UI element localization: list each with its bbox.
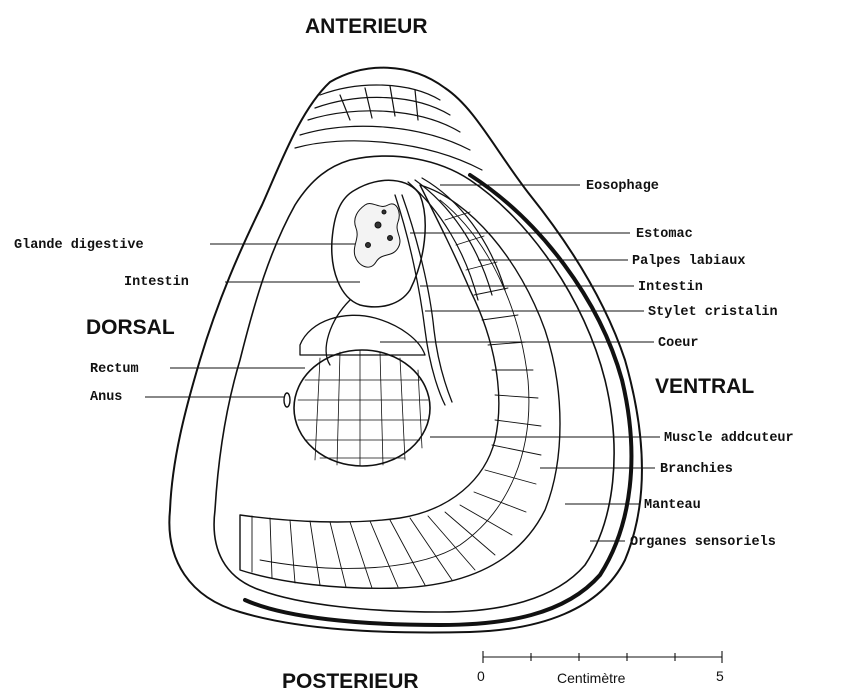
label-stylet-cristalin: Stylet cristalin: [648, 305, 778, 320]
label-muscle-adducteur: Muscle addcuteur: [664, 431, 794, 446]
label-anus: Anus: [90, 390, 122, 405]
mantle-cavity: [214, 156, 614, 612]
scale-min: 0: [477, 668, 485, 684]
labial-palps: [408, 178, 505, 300]
heart: [300, 315, 425, 355]
digestive-gland: [354, 204, 400, 268]
label-palpes-labiaux: Palpes labiaux: [632, 254, 745, 269]
label-estomac: Estomac: [636, 227, 693, 242]
label-coeur: Coeur: [658, 336, 699, 351]
label-dorsal: DORSAL: [86, 316, 175, 339]
label-ventral: VENTRAL: [655, 375, 754, 398]
gills: [240, 185, 560, 588]
anus-mark: [284, 393, 290, 407]
label-glande-digestive: Glande digestive: [14, 238, 144, 253]
label-intestin-left: Intestin: [124, 275, 189, 290]
scale-max: 5: [716, 668, 724, 684]
hinge-area: [295, 85, 482, 170]
label-posterieur: POSTERIEUR: [282, 670, 419, 693]
scale-unit: Centimètre: [557, 670, 626, 686]
adductor-texture: [298, 350, 428, 466]
label-eosophage: Eosophage: [586, 179, 659, 194]
label-manteau: Manteau: [644, 498, 701, 513]
label-organes-sensoriels: Organes sensoriels: [630, 535, 776, 550]
label-anterieur: ANTERIEUR: [305, 15, 428, 38]
leader-lines: [145, 185, 660, 541]
adductor-muscle: [294, 350, 430, 466]
label-rectum: Rectum: [90, 362, 139, 377]
label-intestin-right: Intestin: [638, 280, 703, 295]
label-branchies: Branchies: [660, 462, 733, 477]
scale-bar: 0 Centimètre 5: [477, 651, 724, 686]
